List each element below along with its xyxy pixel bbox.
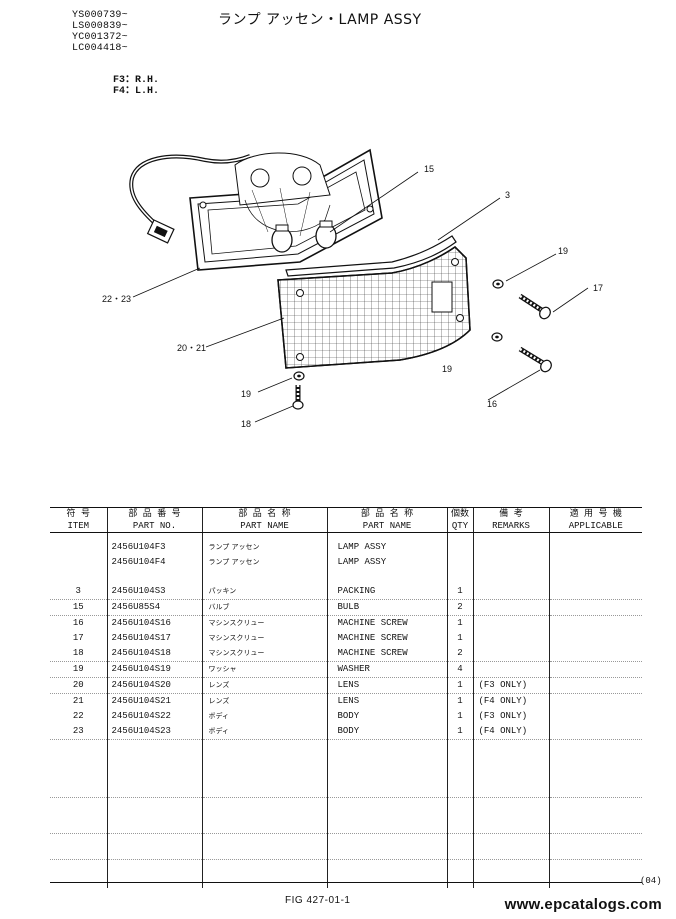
callout-15: 15 [424,164,434,174]
header-partno-jp: 部 品 番 号 [106,507,202,520]
connector-icon [146,219,175,244]
part-no: 2456U104F3 [106,540,202,555]
bulb-icon [271,220,337,253]
exploded-diagram: 15 3 19 17 22・23 20・21 19 19 16 18 [102,148,603,429]
table-row: 17 2456U104S17 マシンスクリュー MACHINE SCREW 1 [50,631,642,646]
page-title: ランプ アッセン・LAMP ASSY [218,12,422,28]
header-name2-jp: 部 品 名 称 [326,507,447,520]
screw-18 [292,385,304,410]
part-no: 2456U85S4 [106,599,202,616]
figure-note-rh: F3：R.H. [113,75,160,86]
packing [285,235,457,277]
table-row: 2456U104F3 ランプ アッセン LAMP ASSY [50,540,642,555]
header-name-jp: 部 品 名 称 [201,507,327,520]
header-item: ITEM [50,520,107,533]
table-row: 18 2456U104S18 マシンスクリュー MACHINE SCREW 2 [50,646,642,662]
callout-19-top: 19 [558,246,568,256]
screw-17 [518,293,551,320]
callout-3: 3 [505,190,510,200]
header-partno: PART NO. [106,520,202,533]
figure-number: FIG 427-01-1 [285,895,351,906]
part-no: 2456U104S23 [106,724,202,740]
part-no: 2456U104S17 [106,631,202,646]
part-no: 2456U104S3 [106,584,202,600]
table-bottom-rule [50,882,642,883]
table-row: 23 2456U104S23 ボディ BODY 1 (F4 ONLY) [50,724,642,740]
part-no: 2456U104S21 [106,693,202,709]
header-item-jp: 符 号 [50,507,107,520]
lens [277,246,471,369]
callout-16: 16 [487,399,497,409]
table-row: 3 2456U104S3 パッキン PACKING 1 [50,584,642,600]
header-qty-jp: 個数 [446,507,473,520]
part-no: 2456U104S18 [106,646,202,662]
table-row: 22 2456U104S22 ボディ BODY 1 (F3 ONLY) [50,709,642,724]
callout-19-mid: 19 [442,364,452,374]
part-no: 2456U104S19 [106,661,202,678]
table-row: 15 2456U85S4 バルブ BULB 2 [50,599,642,616]
lamp-body [189,148,383,271]
callout-22-23: 22・23 [102,294,131,304]
table-row: 21 2456U104S21 レンズ LENS 1 (F4 ONLY) [50,693,642,709]
serial-3: YC001372~ [72,32,128,43]
callout-20-21: 20・21 [177,343,206,353]
header-name2: PART NAME [326,520,447,533]
callout-19-bottom: 19 [241,389,251,399]
part-no: 2456U104S20 [106,677,202,694]
serial-4: LC004418~ [72,43,128,54]
part-no: 2456U104S22 [106,709,202,724]
serial-2: LS000839~ [72,21,128,32]
header-name: PART NAME [201,520,327,533]
table-row: 20 2456U104S20 レンズ LENS 1 (F3 ONLY) [50,677,642,694]
header-remarks: REMARKS [472,520,549,533]
table-row: 2456U104F4 ランプ アッセン LAMP ASSY [50,555,642,570]
revision-code: (04) [640,876,662,886]
header-applicable-jp: 適 用 号 機 [548,507,642,520]
leader-lines [132,171,589,423]
screw-16 [518,346,552,373]
figure-note-lh: F4：L.H. [113,86,160,97]
washer-icon [293,279,504,381]
parts-table: 符 号 部 品 番 号 部 品 名 称 部 品 名 称 個数 備 考 適 用 号… [50,507,642,888]
header-remarks-jp: 備 考 [472,507,549,520]
watermark: www.epcatalogs.com [504,896,662,913]
header-applicable: APPLICABLE [548,520,642,533]
table-row: 19 2456U104S19 ワッシャ WASHER 4 [50,661,642,678]
part-no: 2456U104F4 [106,555,202,570]
callout-18: 18 [241,419,251,429]
callout-17: 17 [593,283,603,293]
table-row: 16 2456U104S16 マシンスクリュー MACHINE SCREW 1 [50,615,642,631]
part-no: 2456U104S16 [106,615,202,631]
header-qty: QTY [446,520,473,533]
serial-1: YS000739~ [72,10,128,21]
